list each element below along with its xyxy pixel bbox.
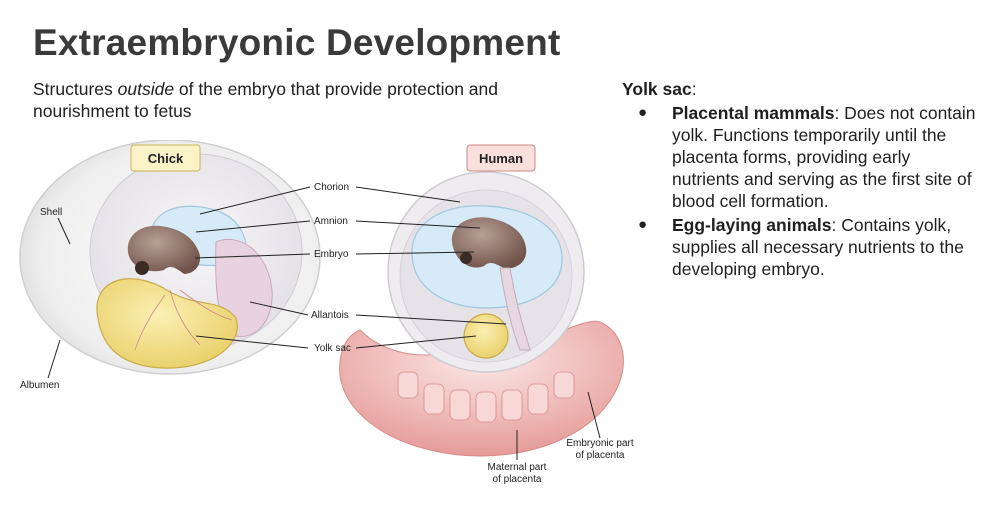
yolk-sac-list: ● Placental mammals: Does not contain yo… — [622, 102, 982, 280]
yolk-sac-heading-colon: : — [691, 79, 697, 99]
list-item-egg-laying-animals: ● Egg-laying animals: Contains yolk, sup… — [622, 214, 982, 280]
label-yolk-sac: Yolk sac — [314, 343, 351, 354]
label-shell: Shell — [40, 207, 62, 218]
label-allantois: Allantois — [311, 310, 349, 321]
bullet-icon: ● — [638, 216, 648, 233]
list-item-placental-mammals: ● Placental mammals: Does not contain yo… — [622, 102, 982, 212]
label-amnion: Amnion — [314, 216, 348, 227]
term-placental-mammals: Placental mammals — [672, 103, 835, 123]
diagram-illustration: Chick Human Chorion Amnion Embryo Allant… — [19, 139, 634, 485]
subtitle-emphasis: outside — [117, 79, 175, 99]
chick-egg-illustration — [19, 139, 321, 375]
subtitle: Structures outside of the embryo that pr… — [33, 78, 593, 122]
human-tag: Human — [479, 151, 523, 166]
desc-placental-mammals: : Does not contain yolk. Functions tempo… — [672, 103, 976, 211]
human-tag-box — [466, 144, 536, 172]
chick-tag: Chick — [148, 151, 184, 166]
label-embryo: Embryo — [314, 249, 349, 260]
yolk-sac-heading: Yolk sac: — [622, 78, 982, 100]
yolk-sac-heading-term: Yolk sac — [622, 79, 692, 99]
subtitle-text-end: of the embryo that provide protection an… — [33, 79, 499, 121]
label-embryonic-part-line2: of placenta — [576, 450, 625, 461]
human-embryo-illustration — [339, 171, 624, 457]
bullet-icon: ● — [638, 104, 648, 121]
page-title: Extraembryonic Development — [33, 22, 561, 63]
label-chorion: Chorion — [314, 182, 349, 193]
yolk-sac-panel: Yolk sac: ● Placental mammals: Does not … — [622, 78, 982, 282]
leader-lines — [47, 186, 601, 460]
label-maternal-part-line1: Maternal part — [488, 462, 547, 473]
label-albumen: Albumen — [20, 380, 59, 391]
desc-egg-laying-animals: : Contains yolk, supplies all necessary … — [672, 215, 964, 279]
term-egg-laying-animals: Egg-laying animals — [672, 215, 832, 235]
label-embryonic-part-line1: Embryonic part — [566, 438, 633, 449]
chick-tag-box — [130, 144, 201, 172]
label-maternal-part-line2: of placenta — [493, 474, 542, 485]
subtitle-text-start: Structures — [33, 79, 118, 99]
extraembryonic-diagram: Chick Human Chorion Amnion Embryo Allant… — [0, 139, 660, 502]
